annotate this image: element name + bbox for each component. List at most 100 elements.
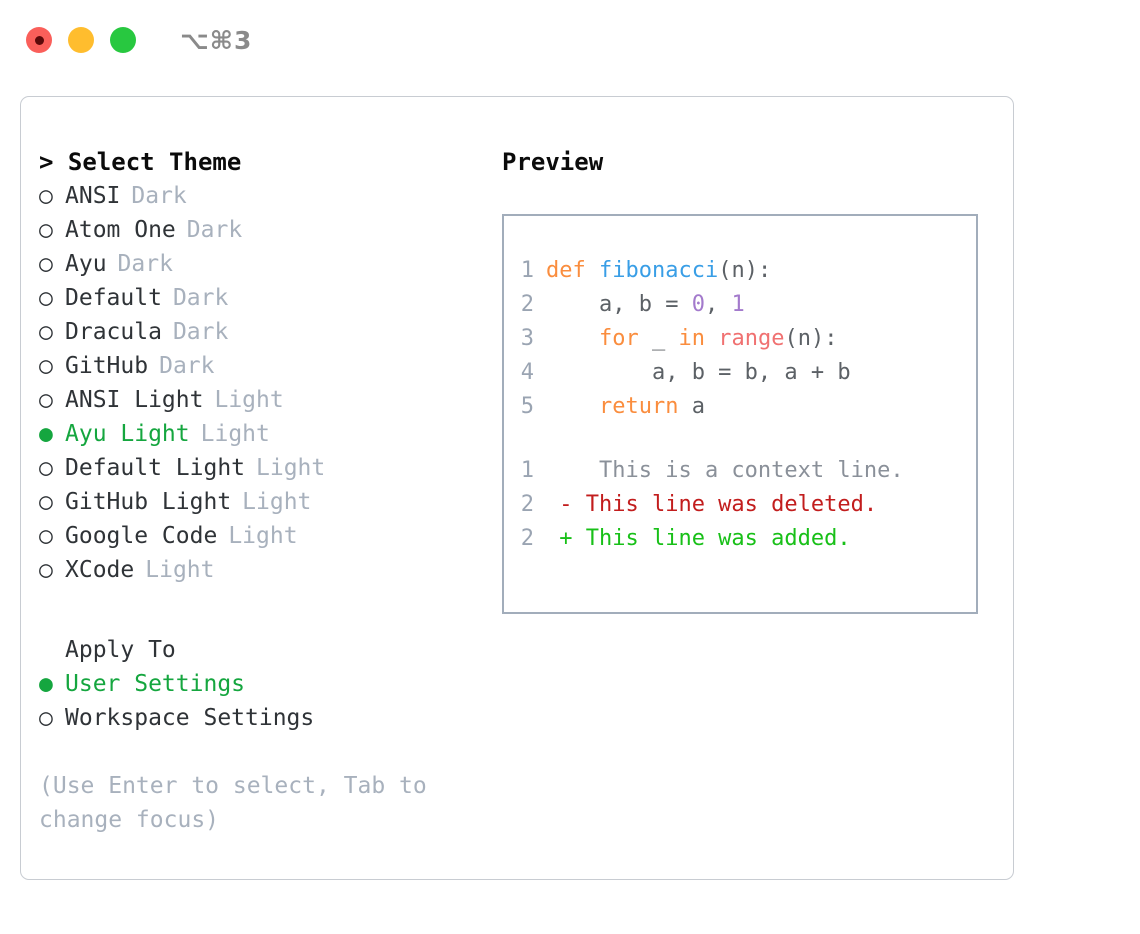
theme-variant-badge: Light xyxy=(145,557,215,583)
line-number: 4 xyxy=(520,360,534,385)
diff-text-add: + This line was added. xyxy=(546,526,851,551)
theme-option-label: GitHub xyxy=(65,353,149,379)
theme-option[interactable]: ○ Default Dark xyxy=(39,281,489,315)
keyboard-shortcut-label: ⌥⌘3 xyxy=(180,25,253,55)
line-number: 1 xyxy=(520,458,534,483)
apply-to-option[interactable]: ○ Workspace Settings xyxy=(39,701,489,735)
theme-option-label: Atom One xyxy=(65,217,176,243)
code-token-plain: (n): xyxy=(718,258,772,283)
code-text: for _ in range(n): xyxy=(546,322,837,356)
code-line: 5 return a xyxy=(504,390,976,424)
radio-unselected-icon: ○ xyxy=(39,285,53,311)
minimize-button[interactable] xyxy=(68,27,94,53)
theme-variant-badge: Light xyxy=(228,523,298,549)
radio-unselected-icon: ○ xyxy=(39,705,53,731)
code-text: a, b = b, a + b xyxy=(546,356,851,390)
radio-unselected-icon: ○ xyxy=(39,353,53,379)
code-token-plain: a, b = xyxy=(546,292,692,317)
theme-option-label: Dracula xyxy=(65,319,162,345)
theme-variant-badge: Light xyxy=(214,387,284,413)
theme-option[interactable]: ○ XCode Light xyxy=(39,553,489,587)
code-token-plain: (n): xyxy=(784,326,838,351)
window-controls xyxy=(26,27,136,53)
code-text: return a xyxy=(546,390,705,424)
code-token-plain xyxy=(705,326,718,351)
code-token-plain: a, b = b, a + b xyxy=(546,360,851,385)
theme-variant-badge: Dark xyxy=(186,217,243,243)
line-number: 3 xyxy=(520,326,534,351)
code-token-plain: , xyxy=(704,292,732,317)
code-text: def fibonacci(n): xyxy=(546,254,771,288)
apply-to-bullet-placeholder xyxy=(39,633,65,667)
code-token-kw: return xyxy=(598,394,679,419)
preview-heading: Preview xyxy=(502,148,604,176)
apply-to-list[interactable]: ●User Settings ○ Workspace Settings xyxy=(39,667,489,735)
line-number: 2 xyxy=(520,492,534,517)
maximize-button[interactable] xyxy=(110,27,136,53)
title-bar: ⌥⌘3 xyxy=(0,0,1140,80)
code-token-plain: a xyxy=(678,394,705,419)
theme-option[interactable]: ○ GitHub Dark xyxy=(39,349,489,383)
code-line: 2 a, b = 0, 1 xyxy=(504,288,976,322)
theme-option-label: Ayu xyxy=(65,251,107,277)
theme-option[interactable]: ○ Default Light Light xyxy=(39,451,489,485)
close-button[interactable] xyxy=(26,27,52,53)
line-number: 2 xyxy=(520,526,534,551)
code-token-kw: def xyxy=(546,258,599,283)
theme-option-label: Default Light xyxy=(65,455,246,481)
code-token-plain xyxy=(546,394,599,419)
radio-unselected-icon: ○ xyxy=(39,319,53,345)
apply-to-heading: Apply To xyxy=(39,633,489,667)
theme-variant-badge: Light xyxy=(200,421,270,447)
code-token-builtin: range xyxy=(718,326,785,351)
theme-option-label: GitHub Light xyxy=(65,489,232,515)
theme-option[interactable]: ○ ANSI Dark xyxy=(39,179,489,213)
code-token-kw: for xyxy=(598,326,639,351)
code-token-fn: fibonacci xyxy=(598,258,719,283)
line-number: 5 xyxy=(520,394,534,419)
theme-option-label: Google Code xyxy=(65,523,218,549)
radio-unselected-icon: ○ xyxy=(39,183,53,209)
theme-variant-badge: Dark xyxy=(131,183,187,209)
theme-variant-badge: Dark xyxy=(172,319,229,345)
radio-unselected-icon: ○ xyxy=(39,557,53,583)
radio-unselected-icon: ○ xyxy=(39,489,53,515)
theme-variant-badge: Dark xyxy=(159,353,215,379)
diff-sample: 1 This is a context line. 2 - This line w… xyxy=(504,454,976,556)
apply-to-option-label: User Settings xyxy=(65,671,246,697)
code-line: 4 a, b = b, a + b xyxy=(504,356,976,390)
radio-unselected-icon: ○ xyxy=(39,251,53,277)
diff-text-context: This is a context line. xyxy=(546,458,904,483)
apply-to-option[interactable]: ●User Settings xyxy=(39,667,489,701)
theme-variant-badge: Dark xyxy=(172,285,229,311)
theme-option-label: Default xyxy=(65,285,162,311)
code-line: 3 for _ in range(n): xyxy=(504,322,976,356)
theme-option[interactable]: ○ Dracula Dark xyxy=(39,315,489,349)
radio-unselected-icon: ○ xyxy=(39,387,53,413)
radio-unselected-icon: ○ xyxy=(39,455,53,481)
theme-option-label: XCode xyxy=(65,557,135,583)
theme-option-label: ANSI xyxy=(65,183,121,209)
code-token-plain: _ xyxy=(638,326,679,351)
radio-selected-icon: ● xyxy=(39,421,53,447)
theme-variant-badge: Light xyxy=(256,455,326,481)
apply-to-label: Apply To xyxy=(65,637,176,663)
apply-to-option-label: Workspace Settings xyxy=(65,705,315,731)
select-theme-heading: > Select Theme xyxy=(39,148,242,176)
line-number: 2 xyxy=(520,292,534,317)
diff-text-del: - This line was deleted. xyxy=(546,492,878,517)
code-token-kw: in xyxy=(678,326,705,351)
